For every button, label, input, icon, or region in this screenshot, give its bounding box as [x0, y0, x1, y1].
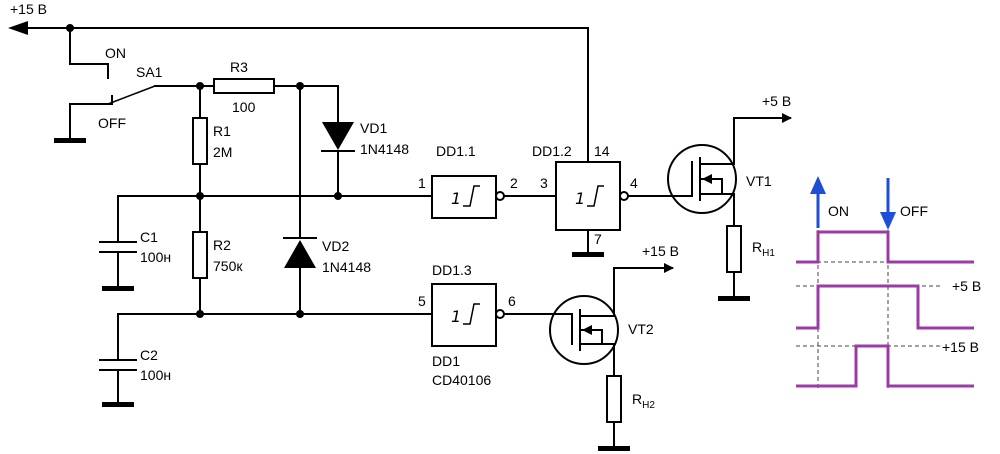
supply-arrow-icon [8, 21, 28, 35]
mosfet-vt1: +5 В VT1 [667, 93, 792, 227]
c1-ref: C1 [140, 229, 158, 245]
dd11-pin-in: 1 [418, 175, 426, 191]
r2-ref: R2 [213, 237, 231, 253]
schmitt-inverter [431, 175, 497, 219]
switch-lever [107, 85, 156, 105]
timing-5v-label: +5 В [952, 278, 981, 294]
dd12-pin-in: 3 [540, 175, 548, 191]
vd1-value: 1N4148 [360, 141, 409, 157]
resistor-body [606, 375, 622, 423]
diode-icon [322, 122, 354, 150]
chip-ref: DD1 [432, 353, 460, 369]
inverter-bubble [495, 309, 505, 319]
waveform-switch [796, 230, 974, 264]
diode-vd1: VD1 1N4148 [299, 85, 409, 200]
vd2-ref: VD2 [322, 238, 349, 254]
dd13-pin-in: 5 [418, 293, 426, 309]
vt2-supply: +15 В [642, 243, 679, 259]
vd2-value: 1N4148 [322, 259, 371, 275]
inverter-bubble [619, 191, 629, 201]
svg-text:RH1: RH1 [752, 239, 775, 259]
r1-ref: R1 [213, 123, 231, 139]
ground-icon [102, 402, 134, 407]
gate-dd1-2: 1 DD1.2 14 3 4 7 [532, 143, 673, 257]
gate-dd1-1: 1 DD1.1 1 2 [418, 143, 557, 219]
resistor-r1: R1 2M [192, 85, 232, 200]
diode-vd2: VD2 1N4148 [283, 85, 371, 318]
capacitor-c2: C2 100н [99, 313, 171, 407]
rh1-sub: H1 [762, 248, 775, 259]
hysteresis-icon [463, 303, 480, 325]
c2-ref: C2 [140, 347, 158, 363]
resistor-body [726, 225, 742, 273]
hysteresis-icon [463, 185, 480, 207]
rh2-ref: R [632, 391, 642, 407]
diode-icon [284, 240, 316, 268]
schmitt-inverter [431, 283, 497, 347]
supply-rail: +15 В [8, 1, 589, 163]
gate-dd1-3: 1 DD1.3 5 6 DD1 CD40106 [418, 262, 553, 388]
waveform-5v [796, 284, 974, 330]
switch-on-label: ON [105, 45, 126, 61]
dd13-ref: DD1.3 [432, 262, 472, 278]
ground-icon [572, 252, 604, 257]
ground-icon [54, 138, 86, 143]
r3-ref: R3 [230, 59, 248, 75]
resistor-body [192, 117, 208, 165]
capacitor-c1: C1 100н [99, 195, 171, 291]
vt2-ref: VT2 [628, 321, 654, 337]
switch-sa1: ON OFF SA1 [54, 27, 301, 143]
dd12-pin-vcc: 14 [594, 143, 610, 159]
dd12-pin-gnd: 7 [594, 231, 602, 247]
inverter-bubble [495, 191, 505, 201]
chip-part: CD40106 [432, 372, 491, 388]
timing-on-label: ON [828, 203, 849, 219]
vt1-ref: VT1 [746, 173, 772, 189]
supply-label: +15 В [10, 1, 47, 17]
hysteresis-icon [587, 185, 604, 207]
timing-off-label: OFF [900, 203, 928, 219]
ground-icon [598, 446, 630, 451]
c1-value: 100н [140, 249, 171, 265]
dd12-ref: DD1.2 [532, 143, 572, 159]
resistor-body [213, 78, 275, 94]
schmitt-symbol-icon: 1 [451, 307, 461, 326]
ground-icon [102, 286, 134, 291]
resistor-r2: R2 750к [192, 195, 243, 318]
r3-value: 100 [232, 99, 256, 115]
vd1-ref: VD1 [360, 120, 387, 136]
resistor-body [192, 231, 208, 279]
load-rh2: RH2 [598, 375, 655, 451]
dd12-pin-out: 4 [630, 175, 638, 191]
timing-diagram: ON OFF +5 В +15 В [796, 176, 981, 388]
load-rh1: RH1 [718, 225, 775, 301]
mosfet-vt2: +15 В VT2 [549, 243, 679, 377]
schmitt-symbol-icon: 1 [451, 189, 461, 208]
rh1-ref: R [752, 239, 762, 255]
r2-value: 750к [213, 258, 243, 274]
dd13-pin-out: 6 [508, 293, 516, 309]
switch-off-label: OFF [98, 115, 126, 131]
rh2-sub: H2 [642, 400, 655, 411]
waveform-15v [796, 344, 974, 388]
dd11-pin-out: 2 [510, 175, 518, 191]
schmitt-symbol-icon: 1 [575, 189, 585, 208]
switch-ref: SA1 [136, 64, 163, 80]
dd11-ref: DD1.1 [436, 143, 476, 159]
c2-value: 100н [140, 367, 171, 383]
schmitt-inverter [555, 161, 621, 231]
svg-text:RH2: RH2 [632, 391, 655, 411]
vt1-supply: +5 В [762, 93, 791, 109]
ground-icon [718, 296, 750, 301]
r1-value: 2M [213, 144, 232, 160]
timing-15v-label: +15 В [942, 339, 979, 355]
